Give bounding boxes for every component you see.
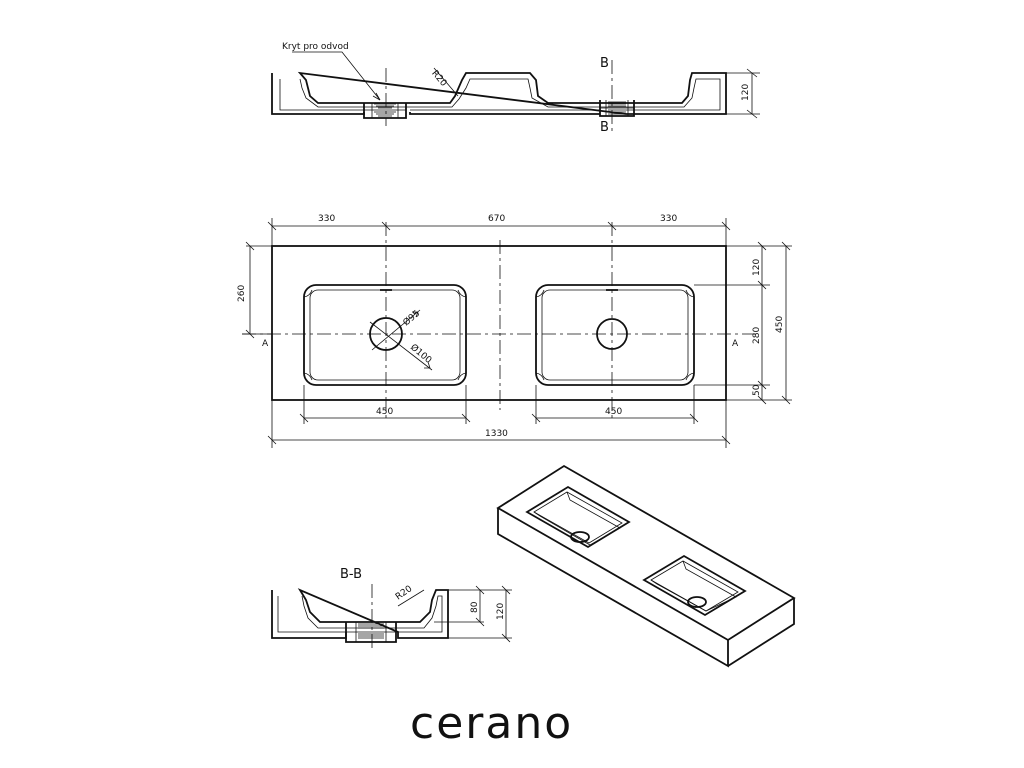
dim-right-offset: 330 [660,214,677,224]
top-height-dim: 120 [741,84,751,101]
isometric-view [496,464,796,668]
top-section-view [271,51,760,132]
bb-inner-depth-dim: 80 [470,601,480,613]
bb-radius-label: R20 [394,584,414,603]
section-a-right: A [732,339,739,349]
bb-section-title: B-B [340,567,362,582]
drain-cover-callout: Kryt pro odvod [282,42,349,52]
bb-section-view [271,584,512,650]
drain-outer-diameter: Ø100 [408,342,434,366]
dim-center-depth: 260 [237,285,247,302]
dim-between-centers: 670 [488,214,505,224]
section-mark-top: B [600,56,609,71]
bb-height-dim: 120 [496,603,506,620]
brand-logo: cerano [410,698,573,749]
right-basin [535,284,695,386]
dim-total-width: 1330 [485,429,508,439]
dim-right-bottom: 50 [752,384,762,396]
top-radius-label: R20 [429,69,448,89]
section-mark-bottom: B [600,120,609,135]
dim-left-basin-width: 450 [376,407,393,417]
dim-right-top: 120 [752,259,762,276]
plan-view [242,218,792,448]
left-basin [303,284,467,386]
dim-left-offset: 330 [318,214,335,224]
dim-total-depth: 450 [775,316,785,333]
dim-right-basin-width: 450 [605,407,622,417]
section-a-left: A [262,339,269,349]
dim-basin-depth: 280 [752,327,762,344]
